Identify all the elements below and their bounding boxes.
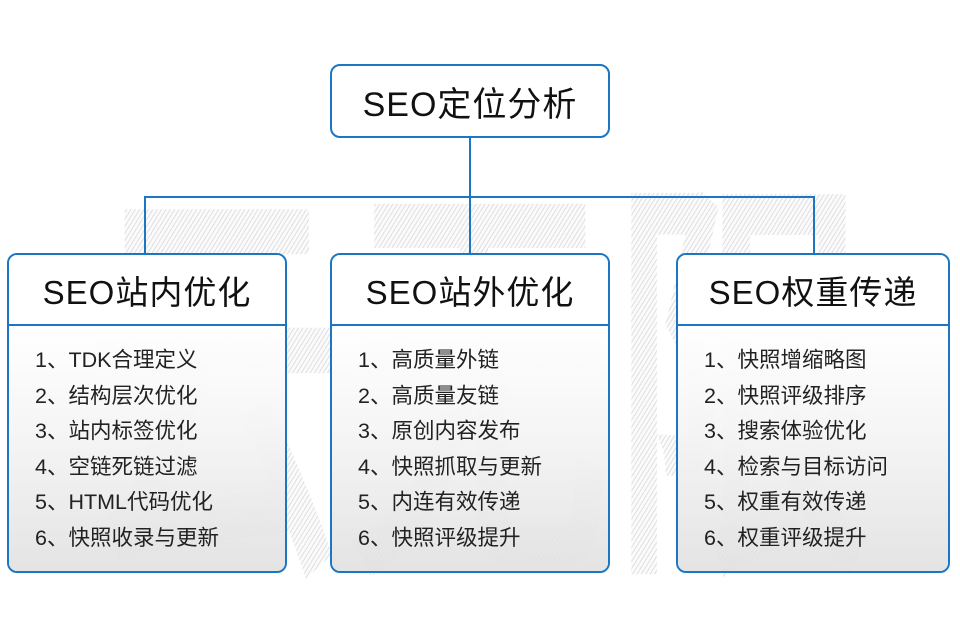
- list-item: 6、快照收录与更新: [35, 525, 219, 550]
- column-header-label: SEO站外优化: [365, 273, 575, 311]
- column-header: SEO权重传递: [678, 255, 948, 326]
- column-list: 1、快照增缩略图 2、快照评级排序 3、搜索体验优化 4、检索与目标访问 5、权…: [678, 326, 948, 571]
- column-header: SEO站外优化: [332, 255, 608, 326]
- connector-drop-middle: [469, 196, 471, 253]
- list-item: 4、检索与目标访问: [704, 454, 888, 479]
- connector-drop-left: [144, 196, 146, 253]
- column-header-label: SEO权重传递: [708, 273, 918, 311]
- list-item: 5、权重有效传递: [704, 490, 867, 514]
- connector-drop-right: [813, 196, 815, 253]
- list-item: 3、搜索体验优化: [704, 419, 867, 443]
- list-item: 5、HTML代码优化: [35, 490, 213, 514]
- connector-horizontal: [144, 196, 815, 198]
- column-header: SEO站内优化: [9, 255, 285, 326]
- list-item: 3、原创内容发布: [358, 419, 521, 443]
- column-onsite-optimization: SEO站内优化 1、TDK合理定义 2、结构层次优化 3、站内标签优化 4、空链…: [7, 253, 287, 573]
- list-item: 4、快照抓取与更新: [358, 454, 542, 479]
- list-item: 6、快照评级提升: [358, 525, 521, 550]
- root-node-seo-positioning: SEO定位分析: [330, 64, 610, 138]
- list-item: 6、权重评级提升: [704, 525, 867, 550]
- column-header-label: SEO站内优化: [42, 273, 252, 311]
- column-list: 1、TDK合理定义 2、结构层次优化 3、站内标签优化 4、空链死链过滤 5、H…: [9, 326, 285, 571]
- list-item: 4、空链死链过滤: [35, 454, 198, 479]
- connector-root-vertical: [469, 138, 471, 198]
- list-item: 1、快照增缩略图: [704, 348, 867, 372]
- list-item: 3、站内标签优化: [35, 419, 198, 443]
- column-list: 1、高质量外链 2、高质量友链 3、原创内容发布 4、快照抓取与更新 5、内连有…: [332, 326, 608, 571]
- list-item: 1、TDK合理定义: [35, 348, 198, 372]
- root-node-label: SEO定位分析: [362, 85, 578, 124]
- list-item: 5、内连有效传递: [358, 490, 521, 514]
- list-item: 2、高质量友链: [358, 383, 499, 408]
- column-weight-transfer: SEO权重传递 1、快照增缩略图 2、快照评级排序 3、搜索体验优化 4、检索与…: [676, 253, 950, 573]
- column-offsite-optimization: SEO站外优化 1、高质量外链 2、高质量友链 3、原创内容发布 4、快照抓取与…: [330, 253, 610, 573]
- list-item: 2、快照评级排序: [704, 383, 867, 408]
- list-item: 2、结构层次优化: [35, 383, 198, 408]
- list-item: 1、高质量外链: [358, 348, 499, 372]
